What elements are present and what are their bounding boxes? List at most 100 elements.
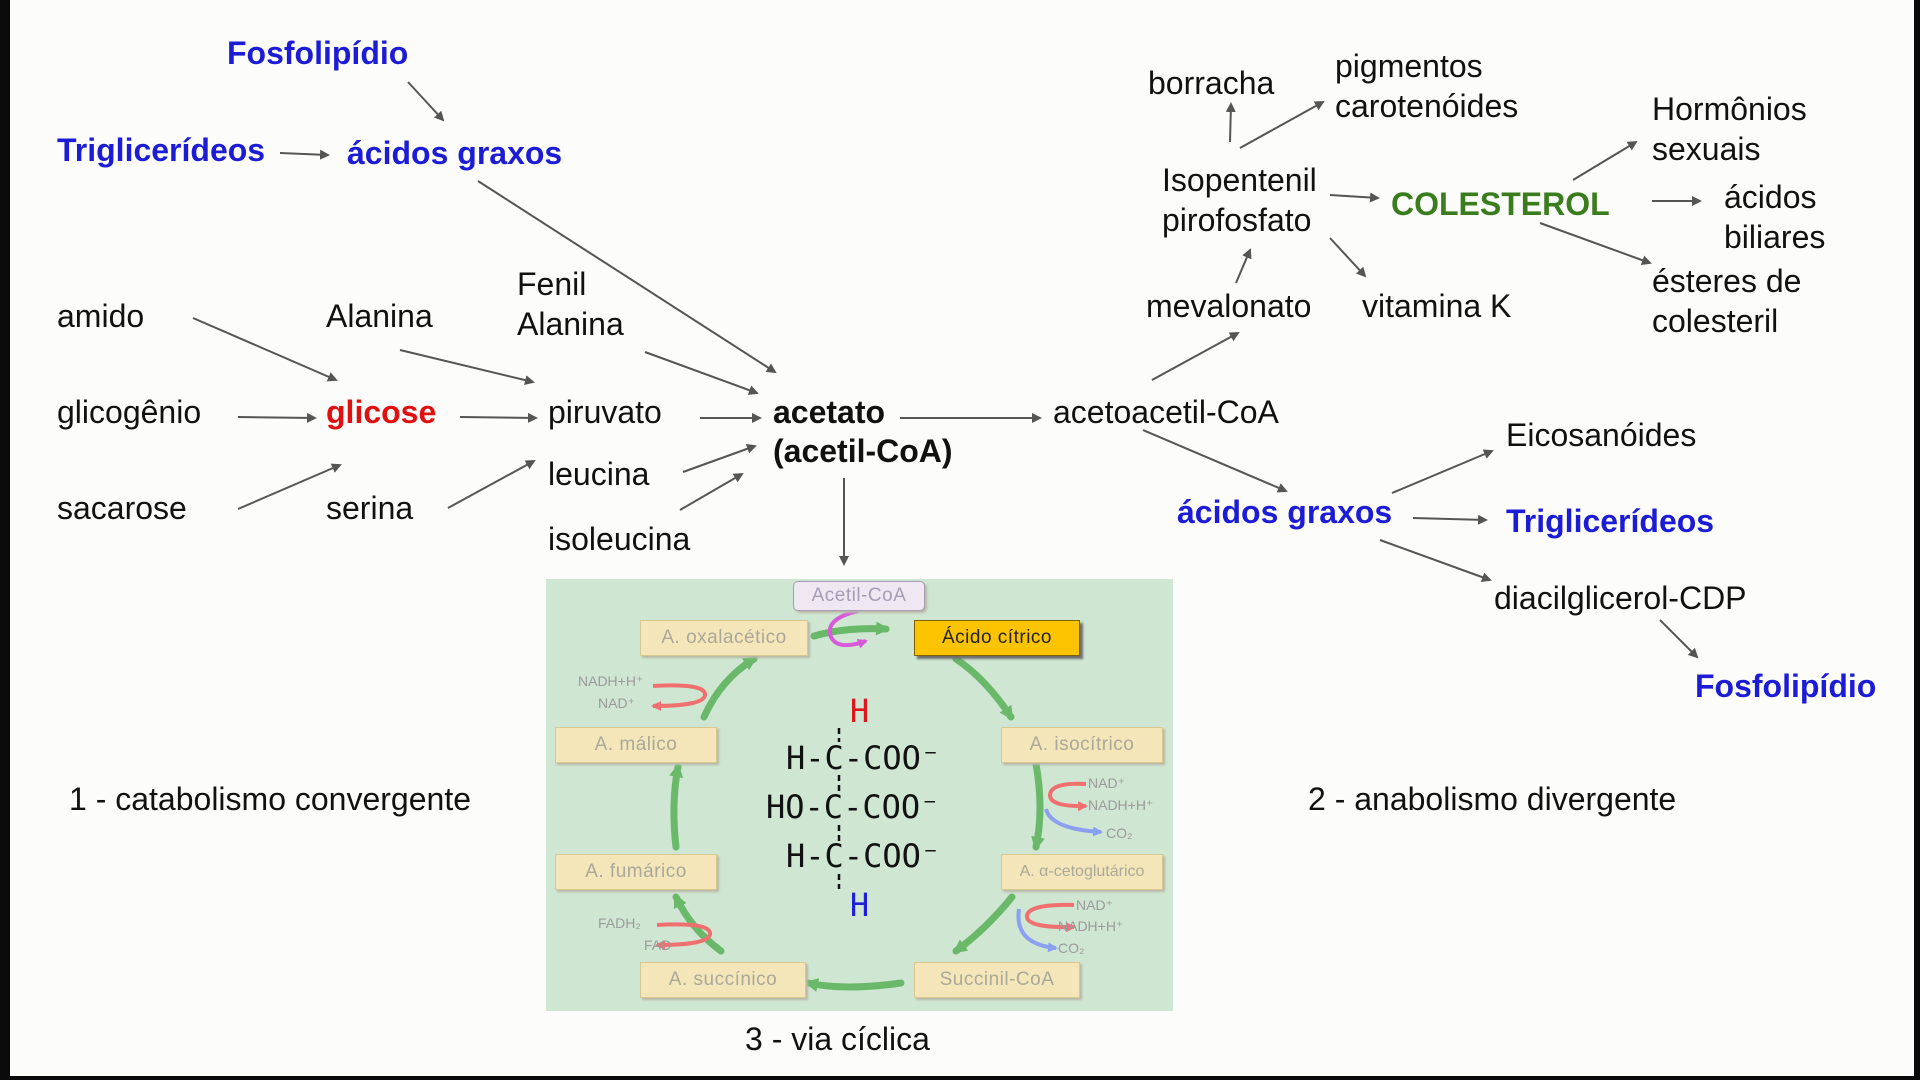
section-label-cycle: 3 - via cíclica — [745, 1021, 930, 1057]
citric-acid-cycle-panel: Acetil-CoA A. oxalacético Ácido cítrico … — [546, 579, 1173, 1011]
label-pigmentos-carotenoides: pigmentos carotenóides — [1335, 48, 1519, 124]
label-isoleucina: isoleucina — [548, 521, 691, 557]
cofactor-isocitrico-nad: NAD⁺ — [1088, 775, 1125, 791]
arrow-triglicerideos-acidos — [279, 149, 330, 160]
cycle-box-acetil-coa: Acetil-CoA — [793, 581, 925, 611]
cycle-box-malico: A. málico — [555, 727, 717, 763]
arrow-acetoacetil-mevalonato — [1151, 332, 1240, 381]
cycle-box-fumarico: A. fumárico — [555, 854, 717, 890]
label-borracha: borracha — [1148, 65, 1275, 101]
cofactor-arrow-isocitrico-red — [1047, 781, 1088, 812]
label-fosfolipidio-right: Fosfolipídio — [1695, 668, 1877, 704]
label-sacarose: sacarose — [57, 490, 187, 526]
arrow-isopentenil-pigmentos — [1239, 101, 1325, 149]
arrow-isopentenil-vitaminak — [1329, 237, 1367, 278]
arrow-diacilglicerol-fosfolipidio — [1659, 619, 1699, 659]
formula-row-3: HO-C-COO⁻ — [766, 788, 940, 826]
label-fenil-alanina: Fenil Alanina — [517, 266, 624, 342]
cofactor-malico-nadh: NADH+H⁺ — [578, 673, 644, 689]
label-glicogenio: glicogênio — [57, 394, 202, 430]
cofactor-arrow-malico-red — [651, 683, 707, 711]
cofactor-ceto-nadh: NADH+H⁺ — [1058, 918, 1124, 934]
frame-border-left — [0, 0, 10, 1080]
cycle-arrow-succinil-succinico — [804, 978, 905, 992]
label-isopentenil-pirofosfato: Isopentenil pirofosfato — [1162, 162, 1317, 238]
arrow-fosfolipidio-acidos — [407, 81, 445, 122]
cycle-arrow-malico-oxalacetico — [700, 655, 758, 721]
formula-row-1: H — [849, 692, 870, 730]
label-diacilglicerol-cdp: diacilglicerol-CDP — [1494, 580, 1747, 616]
label-vitamina-k: vitamina K — [1362, 288, 1512, 324]
frame-border-bottom — [0, 1076, 1920, 1080]
arrow-amido-glicose — [192, 317, 338, 382]
label-triglicerideos-left: Triglicerídeos — [57, 132, 266, 168]
label-acidos-graxos-left: ácidos graxos — [347, 135, 563, 171]
arrow-acidos-triglicerideos — [1412, 514, 1488, 525]
formula-row-2: H-C-COO⁻ — [786, 739, 941, 777]
arrow-acidos-eicosanoides — [1391, 449, 1494, 494]
cycle-arrow-oxalacetico-citrico — [810, 621, 890, 640]
arrow-sacarose-glicose — [237, 463, 342, 510]
formula-row-4: H-C-COO⁻ — [786, 837, 941, 875]
arrow-glicogenio-glicose — [237, 412, 317, 423]
cycle-box-oxalacetico: A. oxalacético — [640, 620, 808, 656]
cofactor-malico-nad: NAD⁺ — [598, 695, 635, 711]
label-serina: serina — [326, 490, 414, 526]
cycle-arrow-citrico-isocitrico — [952, 655, 1015, 721]
arrow-fenilalanina-acetato — [644, 351, 759, 395]
cofactor-arrow-ceto-red — [1025, 902, 1076, 933]
acetyl-entry-arrow — [827, 609, 868, 649]
arrow-mevalonato-isopentenil — [1235, 248, 1252, 284]
formula-row-5: H — [849, 886, 870, 924]
arrow-colesterol-esteres — [1539, 222, 1652, 265]
arrow-acidos-diacilglicerol — [1379, 539, 1492, 582]
label-piruvato: piruvato — [548, 394, 662, 430]
label-acetato: acetato — [773, 394, 886, 430]
label-glicose: glicose — [326, 394, 437, 430]
arrow-glicose-piruvato — [459, 412, 538, 423]
label-amido: amido — [57, 298, 145, 334]
label-acetil-coa: (acetil-CoA) — [773, 433, 953, 469]
cycle-box-succinico: A. succínico — [640, 962, 806, 998]
arrow-isopentenil-colesterol — [1329, 192, 1380, 203]
label-acidos-biliares: ácidos biliares — [1724, 179, 1826, 255]
cofactor-isocitrico-nadh: NADH+H⁺ — [1088, 797, 1154, 813]
cofactor-ceto-co2: CO₂ — [1058, 940, 1085, 956]
cycle-arrow-isocitrico-cetoglutarico — [1031, 760, 1045, 851]
arrow-leucina-acetato — [682, 444, 757, 473]
arrow-serina-piruvato — [447, 460, 536, 509]
cofactor-succinico-fadh2: FADH₂ — [598, 915, 641, 931]
cycle-box-acido-citrico: Ácido cítrico — [914, 620, 1080, 656]
label-acetoacetil-coa: acetoacetil-CoA — [1053, 394, 1279, 430]
cycle-arrow-fumarico-malico — [669, 763, 684, 851]
label-alanina: Alanina — [326, 298, 433, 334]
label-mevalonato: mevalonato — [1146, 288, 1312, 324]
arrow-colesterol-hormonios — [1572, 140, 1638, 181]
section-label-catabolism: 1 - catabolismo convergente — [69, 781, 471, 817]
cycle-arrows — [651, 609, 1103, 992]
label-acidos-graxos-right: ácidos graxos — [1177, 494, 1393, 530]
arrow-isoleucina-acetato — [679, 472, 744, 511]
arrow-acetoacetil-acidos — [1142, 429, 1288, 493]
section-label-anabolism: 2 - anabolismo divergente — [1308, 781, 1677, 817]
cycle-box-isocitrico: A. isocítrico — [1001, 727, 1163, 763]
arrow-acidos-acetato — [477, 180, 777, 374]
arrow-isopentenil-borracha — [1225, 102, 1236, 143]
cofactor-arrow-isocitrico-blue — [1044, 808, 1103, 837]
label-esteres-colesteril: ésteres de colesteril — [1652, 263, 1802, 339]
cofactor-succinico-fad: FAD — [644, 937, 672, 953]
frame-border-right — [1914, 0, 1920, 1080]
cycle-arrow-cetoglutarico-succinil — [952, 893, 1016, 955]
cofactor-arrow-succinico-red — [655, 922, 712, 950]
label-leucina: leucina — [548, 456, 650, 492]
label-fosfolipidio-top: Fosfolipídio — [227, 35, 409, 71]
cofactor-ceto-nad: NAD⁺ — [1076, 897, 1113, 913]
arrow-alanina-piruvato — [399, 349, 535, 385]
label-hormonios-sexuais: Hormônios sexuais — [1652, 91, 1807, 167]
label-colesterol: COLESTEROL — [1391, 186, 1610, 222]
cycle-box-succinil-coa: Succinil-CoA — [914, 962, 1080, 998]
label-eicosanoides: Eicosanóides — [1506, 417, 1697, 453]
label-triglicerideos-right: Triglicerídeos — [1506, 503, 1715, 539]
cofactor-arrow-ceto-blue — [1016, 908, 1058, 953]
